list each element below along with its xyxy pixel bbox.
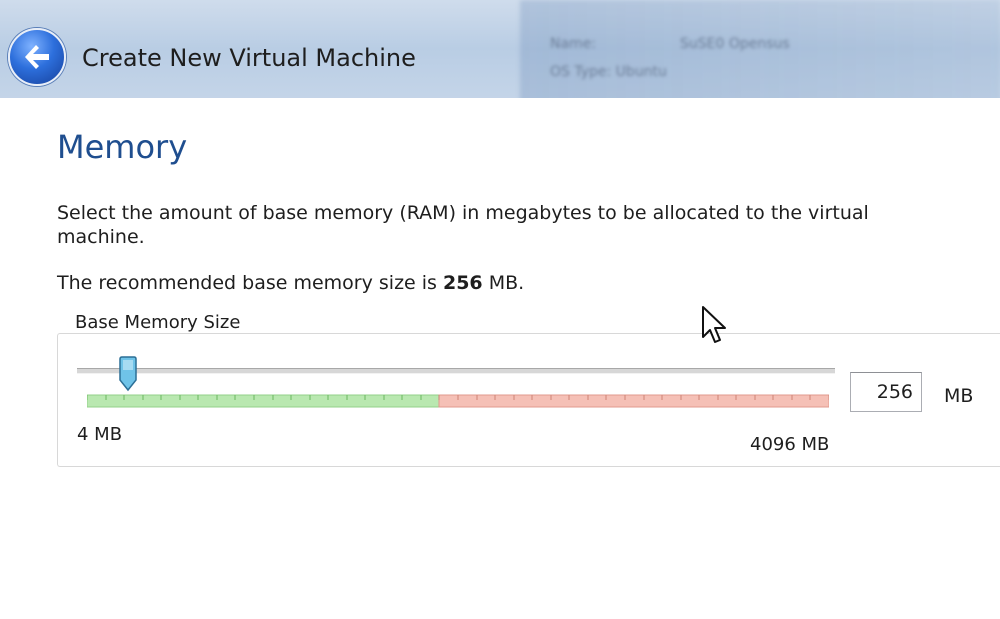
scale-ticks bbox=[87, 395, 829, 400]
window-title: Create New Virtual Machine bbox=[82, 44, 416, 72]
base-memory-groupbox bbox=[57, 333, 1000, 467]
memory-slider-thumb[interactable] bbox=[118, 356, 138, 392]
max-memory-label: 4096 MB bbox=[750, 434, 830, 455]
memory-slider-track[interactable] bbox=[77, 368, 835, 374]
memory-size-input[interactable] bbox=[850, 372, 922, 412]
safe-zone bbox=[87, 394, 440, 408]
recommendation-text: The recommended base memory size is 256 … bbox=[57, 272, 524, 294]
background-text: SuSE0 Opensus bbox=[680, 36, 790, 52]
recommendation-prefix: The recommended base memory size is bbox=[57, 272, 443, 294]
background-text: OS Type: Ubuntu bbox=[550, 64, 667, 80]
page-title: Memory bbox=[57, 128, 188, 166]
mouse-pointer-icon bbox=[702, 306, 726, 343]
recommendation-suffix: MB. bbox=[482, 272, 525, 294]
background-text: Name: bbox=[550, 36, 597, 52]
slider-thumb-icon bbox=[118, 356, 137, 392]
back-arrow-icon bbox=[25, 45, 49, 69]
recommendation-value: 256 bbox=[442, 272, 483, 294]
danger-zone bbox=[438, 394, 829, 408]
groupbox-label: Base Memory Size bbox=[70, 312, 246, 333]
back-button[interactable] bbox=[8, 28, 66, 86]
memory-unit-label: MB bbox=[944, 385, 974, 407]
min-memory-label: 4 MB bbox=[77, 424, 123, 445]
title-bar: Create New Virtual Machine Name: SuSE0 O… bbox=[0, 0, 1000, 108]
memory-scale-bar bbox=[87, 394, 829, 408]
description-text: Select the amount of base memory (RAM) i… bbox=[57, 202, 869, 248]
